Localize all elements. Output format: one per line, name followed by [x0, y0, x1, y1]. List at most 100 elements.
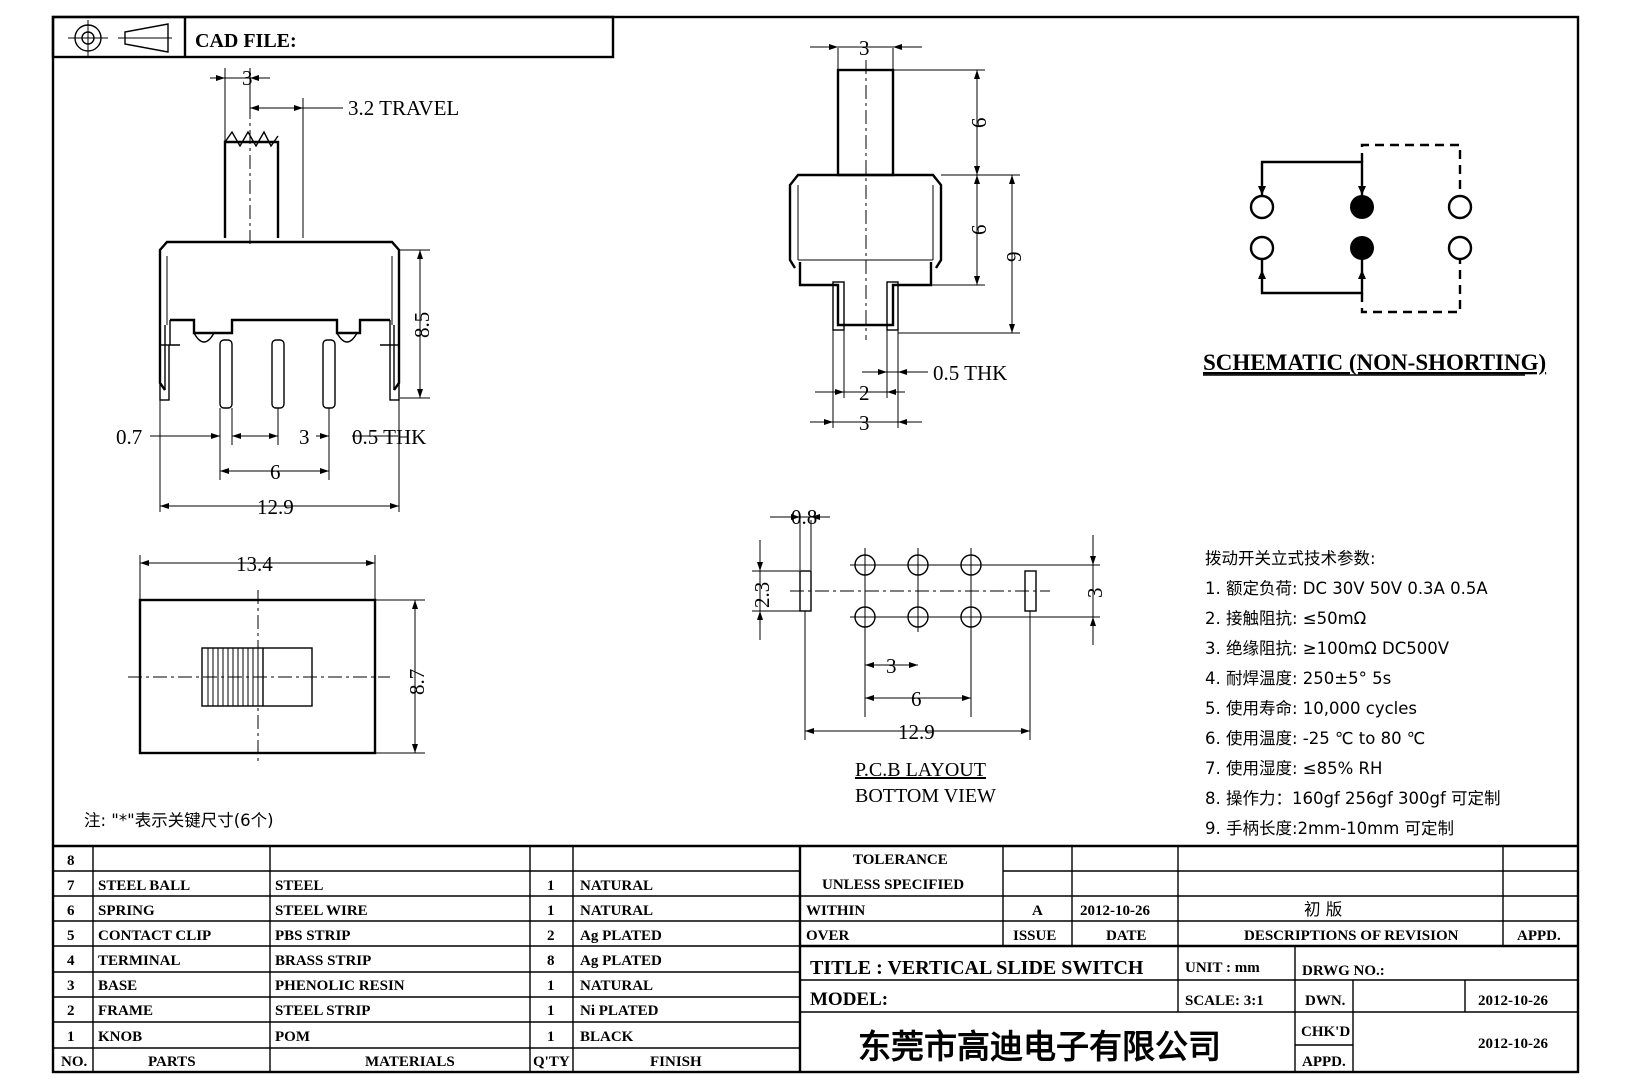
bom-material: POM [275, 1029, 310, 1045]
bom-header-materials: MATERIALS [365, 1054, 455, 1070]
issue-label: ISSUE [1013, 928, 1056, 944]
dim-slot-height: 2.3 [750, 582, 774, 608]
dim-thickness-front: 0.5 THK [933, 361, 1007, 385]
bom-no: 7 [67, 878, 75, 894]
dim-pin-gap: 2 [859, 381, 870, 405]
dim-base-width: 3 [859, 411, 870, 435]
spec-item: 8. 操作力：160gf 256gf 300gf 可定制 [1205, 789, 1501, 808]
dim-knob-width-front: 3 [859, 36, 870, 60]
approved-label-2: APPD. [1302, 1054, 1346, 1070]
bom-part: BASE [98, 978, 137, 994]
dim-pcb-overall: 12.9 [898, 720, 935, 744]
bom-qty: 2 [547, 928, 555, 944]
schematic-contact [1447, 194, 1473, 220]
spec-item: 3. 绝缘阻抗: ≥100mΩ DC500V [1205, 639, 1450, 658]
checked-label: CHK'D [1301, 1024, 1350, 1040]
dim-slot-width: 0.8 [791, 505, 817, 529]
bom-finish: NATURAL [580, 903, 653, 919]
bom-material: STEEL [275, 878, 323, 894]
dim-travel: 3.2 TRAVEL [348, 96, 459, 120]
unless-specified-label: UNLESS SPECIFIED [822, 877, 964, 893]
over-label: OVER [806, 928, 850, 944]
revision-issue: A [1032, 903, 1043, 919]
bom-material: PBS STRIP [275, 928, 350, 944]
bom-qty: 1 [547, 1003, 555, 1019]
bom-part: CONTACT CLIP [98, 928, 211, 944]
bom-header-parts: PARTS [148, 1054, 196, 1070]
bom-header-finish: FINISH [650, 1054, 702, 1070]
dim-pin-width: 0.7 [116, 425, 142, 449]
bom-material: PHENOLIC RESIN [275, 978, 405, 994]
schematic-contact [1249, 194, 1275, 220]
bom-part: SPRING [98, 903, 155, 919]
schematic-contact [1350, 195, 1374, 219]
schematic-diagram: SCHEMATIC (NON-SHORTING) [1203, 143, 1546, 376]
dim-total-height: 9 [1002, 252, 1026, 263]
revision-date: 2012-10-26 [1080, 903, 1150, 919]
dim-pin-span: 6 [270, 460, 281, 484]
spec-item: 4. 耐焊温度: 250±5° 5s [1205, 669, 1391, 688]
bom-no: 1 [67, 1029, 75, 1045]
schematic-label: SCHEMATIC (NON-SHORTING) [1203, 350, 1546, 375]
bom-header-qty: Q'TY [533, 1054, 570, 1070]
unit-label: UNIT : mm [1185, 960, 1260, 976]
bom-finish: Ag PLATED [580, 953, 662, 969]
bom-part: KNOB [98, 1029, 142, 1045]
spec-list: 拨动开关立式技术参数: 1. 额定负荷: DC 30V 50V 0.3A 0.5… [1205, 549, 1501, 838]
bom-no: 5 [67, 928, 75, 944]
dim-pitch: 3 [299, 425, 310, 449]
header-block: CAD FILE: [51, 15, 615, 59]
bom-finish: Ag PLATED [580, 928, 662, 944]
dim-body-height: 6 [967, 225, 991, 236]
within-label: WITHIN [806, 903, 865, 919]
bom-part: TERMINAL [98, 953, 181, 969]
dim-knob-height: 6 [967, 118, 991, 129]
bom-material: STEEL WIRE [275, 903, 368, 919]
bom-no: 8 [67, 853, 75, 869]
bom-table: 8 7 STEEL BALL STEEL 1 NATURAL 6 SPRING … [53, 844, 1578, 1072]
pcb-layout-subtitle: BOTTOM VIEW [855, 785, 996, 807]
spec-item: 6. 使用温度: -25 ℃ to 80 ℃ [1205, 729, 1425, 748]
model-label: MODEL: [810, 989, 888, 1010]
dim-row-pitch: 3 [1083, 588, 1107, 599]
description-label: DESCRIPTIONS OF REVISION [1244, 928, 1459, 944]
bom-header-no: NO. [61, 1054, 88, 1070]
spec-heading: 拨动开关立式技术参数: [1205, 549, 1376, 568]
bom-qty: 1 [547, 903, 555, 919]
bom-qty: 8 [547, 953, 555, 969]
drawing-title: TITLE : VERTICAL SLIDE SWITCH [810, 957, 1144, 979]
drawing-number-label: DRWG NO.: [1302, 963, 1385, 979]
projection-symbol-icon [68, 20, 172, 56]
bom-finish: NATURAL [580, 878, 653, 894]
bom-no: 6 [67, 903, 75, 919]
cad-file-label: CAD FILE: [195, 30, 297, 52]
dim-top-width: 13.4 [236, 552, 273, 576]
drawing-border [51, 15, 1580, 1074]
spec-item: 9. 手柄长度:2mm-10mm 可定制 [1205, 819, 1454, 838]
spec-item: 1. 额定负荷: DC 30V 50V 0.3A 0.5A [1205, 579, 1488, 598]
bom-finish: NATURAL [580, 978, 653, 994]
spec-item: 2. 接触阻抗: ≤50mΩ [1205, 609, 1366, 628]
bom-no: 4 [67, 953, 75, 969]
dim-thickness: 0.5 THK [352, 425, 426, 449]
company-name: 东莞市高迪电子有限公司 [858, 1028, 1221, 1065]
title-block: TOLERANCE UNLESS SPECIFIED WITHIN OVER A… [800, 846, 1578, 1072]
dim-knob-width: 3 [242, 66, 253, 90]
dim-overall-width: 12.9 [257, 495, 294, 519]
side-view: 3 3.2 TRAVEL 8.5 0.7 3 0.5 THK 6 [116, 66, 459, 519]
dim-pcb-pitch: 3 [886, 654, 897, 678]
bom-finish: Ni PLATED [580, 1003, 659, 1019]
bom-finish: BLACK [580, 1029, 634, 1045]
bom-no: 3 [67, 978, 75, 994]
dim-pcb-span: 6 [911, 687, 922, 711]
drawn-label: DWN. [1305, 993, 1346, 1009]
bom-qty: 1 [547, 878, 555, 894]
pcb-layout-title: P.C.B LAYOUT [855, 759, 986, 781]
key-dimension-note: 注: "*"表示关键尺寸(6个) [84, 811, 274, 830]
spec-item: 7. 使用湿度: ≤85% RH [1205, 759, 1382, 778]
schematic-contact [1350, 236, 1374, 260]
approved-label: APPD. [1517, 928, 1561, 944]
top-view: 13.4 8.7 [128, 552, 429, 765]
revision-description: 初 版 [1304, 900, 1342, 919]
tolerance-label: TOLERANCE [853, 852, 948, 868]
